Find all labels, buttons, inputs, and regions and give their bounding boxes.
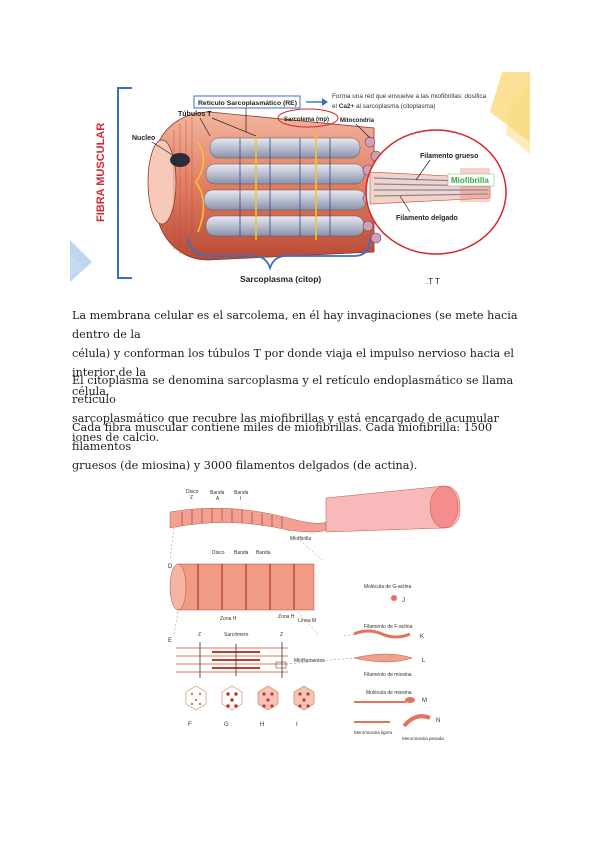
paragraph-sarcoplasma: El citoplasma se denomina sarcoplasma y …	[72, 371, 532, 447]
z-right: Z	[280, 632, 283, 638]
fiber-vertical-title: FIBRA MUSCULAR	[95, 123, 107, 222]
nucleus	[170, 153, 190, 167]
paragraph-sarcolema: La membrana celular es el sarcolema, en …	[72, 306, 532, 401]
re-note-line1: Forma una red que envuelve a las miofibr…	[332, 93, 487, 100]
label-i: I	[296, 722, 298, 728]
muscle-fiber-diagram: FIBRA MUSCULAR Nu	[70, 72, 530, 286]
paragraph-miofibrillas: Cada fibra muscular contiene miles de mi…	[72, 418, 532, 475]
sarcolema-highlight	[277, 108, 339, 128]
sarcoplasma-label: Sarcoplasma (citop)	[240, 274, 321, 284]
text-line: gruesos (de miosina) y 3000 filamentos d…	[72, 459, 418, 472]
mitocondria-label: Mitocondria	[340, 118, 375, 124]
banda-i-mid: Banda	[256, 550, 271, 556]
banda-a-mid: Banda	[234, 550, 249, 556]
text-line: El citoplasma se denomina sarcoplasma y …	[72, 374, 514, 406]
sarcoplasma-brace	[187, 237, 371, 271]
tubulos-label: Túbulos T	[178, 111, 212, 118]
banda-i-top: Banda	[234, 490, 249, 496]
text-line: La membrana celular es el sarcolema, en …	[72, 309, 518, 341]
miofilamentos-label: Miofilamentos	[294, 658, 325, 664]
banda-a-top: Banda	[210, 490, 225, 496]
mol-miosina-label: Molécula de miosina	[366, 690, 412, 696]
myofibril-structure-diagram: Disco Z Banda A Banda I Miofibrilla D Di…	[168, 485, 461, 741]
sarcomero-label: Sarcómero	[224, 632, 249, 638]
left-bracket	[117, 87, 132, 279]
meromiosina-pesada-label: Meromiosina pesada	[402, 736, 444, 741]
label-g: G	[224, 722, 229, 728]
text-line: sarcoplasmático que recubre las miofibri…	[72, 412, 499, 444]
text-line: Cada fibra muscular contiene miles de mi…	[72, 421, 493, 453]
f-actina-label: Filamento de F-actina	[364, 624, 413, 630]
linea-m-label: Línea M	[298, 618, 316, 624]
label-d: D	[168, 564, 173, 570]
myofibril-strand	[169, 507, 327, 533]
label-k: K	[420, 634, 424, 640]
z-left: Z	[198, 632, 201, 638]
myofibril-bundle	[195, 134, 367, 240]
fiber-body	[157, 111, 375, 261]
label-e: E	[168, 638, 172, 644]
meromiosina-ligera-label: Meromiosina ligera	[354, 730, 393, 735]
banda-i-top-i: I	[240, 496, 241, 502]
disco-z-mid: Disco	[212, 550, 225, 556]
filamento-delgado-label: Filamento delgado	[396, 215, 458, 222]
g-actina-label: Molécula de G-actina	[364, 584, 411, 590]
disco-z-top: Disco	[186, 489, 199, 495]
disco-z-top-z: Z	[190, 495, 193, 501]
text-line: célula) y conforman los túbulos T por do…	[72, 347, 514, 379]
banda-a-top-a: A	[216, 496, 220, 502]
re-note-line2: el Ca2+ al sarcoplasma (citoplasma)	[332, 103, 436, 110]
cross-sections	[185, 685, 315, 711]
nucleo-label: Nucleo	[132, 135, 155, 142]
re-label: Retículo Sarcoplasmático (RE)	[198, 100, 297, 107]
miofibrilla-tag	[447, 173, 495, 187]
zona-h-label-1: Zona H	[220, 616, 237, 622]
tt-mark: .T T	[426, 277, 440, 286]
label-j: J	[402, 598, 405, 604]
label-m: M	[422, 698, 427, 704]
label-l: L	[422, 658, 426, 664]
text-line: célula.	[72, 385, 110, 398]
miofibrilla-top-label: Miofibrilla	[290, 536, 311, 542]
filamento-grueso-label: Filamento grueso	[420, 153, 478, 160]
sarcolema-label: Sarcolema (mp)	[284, 117, 329, 123]
sarcomere-filaments	[176, 642, 288, 678]
zona-h-label-2: Zona H	[278, 614, 295, 620]
re-label-box	[193, 95, 301, 109]
miofibrilla-label: Miofibrilla	[451, 176, 489, 185]
f-miosina-label: Filamento de miosina	[364, 672, 412, 678]
label-f: F	[188, 722, 192, 728]
label-h: H	[260, 722, 264, 728]
label-n: N	[436, 718, 440, 724]
